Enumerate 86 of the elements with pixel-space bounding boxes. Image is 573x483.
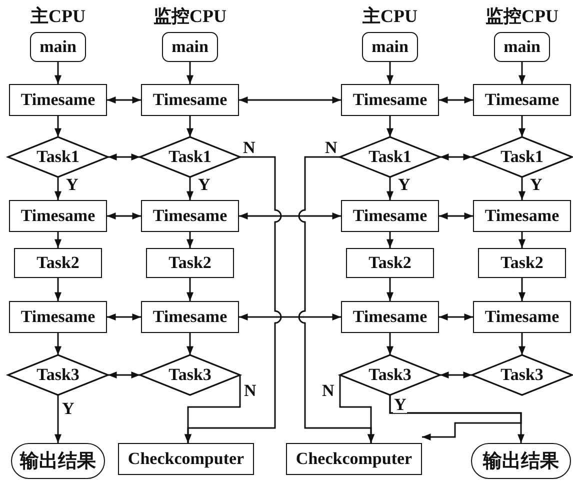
arrow	[108, 372, 140, 378]
decision-diamond: Task3	[340, 355, 440, 395]
arrow	[107, 96, 141, 104]
edge-label: N	[242, 138, 256, 156]
arrow	[239, 212, 341, 220]
edge-label: Y	[197, 176, 212, 192]
edge-label: N	[321, 382, 336, 398]
process-box: Timesame	[9, 200, 107, 232]
start-box: main	[362, 32, 418, 62]
start-box: main	[162, 32, 218, 62]
process-box: Timesame	[9, 301, 107, 333]
arrow	[518, 177, 526, 200]
start-box: main	[30, 32, 86, 62]
decision-diamond: Task1	[8, 137, 108, 177]
column-heading: 监控CPU	[486, 5, 558, 28]
arrow	[186, 333, 194, 355]
arrow	[518, 278, 526, 301]
decision-diamond: Task3	[140, 355, 240, 395]
process-box: Timesame	[141, 84, 239, 116]
decision-diamond: Task3	[472, 355, 572, 395]
arrow	[386, 333, 394, 355]
edge-label: Y	[65, 176, 80, 192]
edge-label: Y	[529, 176, 544, 192]
process-box: Timesame	[9, 84, 107, 116]
process-box: Timesame	[473, 301, 571, 333]
process-box: Timesame	[473, 200, 571, 232]
arrow	[186, 177, 194, 200]
process-box: Task2	[346, 248, 434, 278]
arrow	[186, 62, 194, 84]
arrow	[186, 278, 194, 301]
process-box: Timesame	[141, 301, 239, 333]
arrow	[518, 232, 526, 248]
arrow	[518, 333, 526, 355]
arrow	[386, 232, 394, 248]
decision-diamond: Task1	[472, 137, 572, 177]
column-heading: 监控CPU	[154, 5, 226, 28]
arrow	[386, 177, 394, 200]
edge-label: Y	[397, 176, 412, 192]
arrow	[439, 314, 473, 320]
arrow	[54, 116, 62, 137]
process-box: Checkcomputer	[286, 443, 422, 475]
column-heading: 主CPU	[30, 5, 86, 28]
process-box: Timesame	[341, 200, 439, 232]
arrow	[386, 62, 394, 84]
edge-label: N	[243, 382, 258, 398]
process-box: Timesame	[473, 84, 571, 116]
arrow	[439, 96, 473, 104]
decision-diamond: Task3	[8, 355, 108, 395]
arrow	[54, 232, 62, 248]
arrow	[518, 62, 526, 84]
process-box: Task2	[478, 248, 566, 278]
process-box: Task2	[14, 248, 102, 278]
edge-label: Y	[61, 400, 76, 416]
decision-diamond: Task1	[340, 137, 440, 177]
process-box: Timesame	[341, 301, 439, 333]
arrow	[54, 177, 62, 200]
arrow	[54, 278, 62, 301]
arrow	[107, 212, 141, 220]
process-box: Timesame	[341, 84, 439, 116]
arrow	[108, 154, 140, 160]
arrow	[386, 278, 394, 301]
arrow	[186, 116, 194, 137]
arrow	[386, 116, 394, 137]
arrow	[184, 156, 282, 443]
arrow	[54, 395, 62, 443]
end-terminal: 输出结果	[471, 443, 571, 479]
arrow	[239, 96, 341, 104]
process-box: Task2	[146, 248, 234, 278]
edge-label: N	[324, 138, 338, 156]
column-heading: 主CPU	[362, 5, 418, 28]
arrow	[440, 154, 472, 160]
end-terminal: 输出结果	[11, 443, 105, 479]
arrow	[54, 333, 62, 355]
process-box: Checkcomputer	[118, 443, 254, 475]
arrow	[186, 232, 194, 248]
start-box: main	[494, 32, 550, 62]
arrow	[107, 314, 141, 320]
arrow	[440, 372, 472, 378]
edge-label: Y	[393, 396, 408, 412]
arrow	[339, 375, 374, 443]
arrow	[439, 212, 473, 220]
decision-diamond: Task1	[140, 137, 240, 177]
process-box: Timesame	[141, 200, 239, 232]
arrow	[239, 314, 341, 320]
arrow	[54, 62, 62, 84]
arrow	[518, 116, 526, 137]
